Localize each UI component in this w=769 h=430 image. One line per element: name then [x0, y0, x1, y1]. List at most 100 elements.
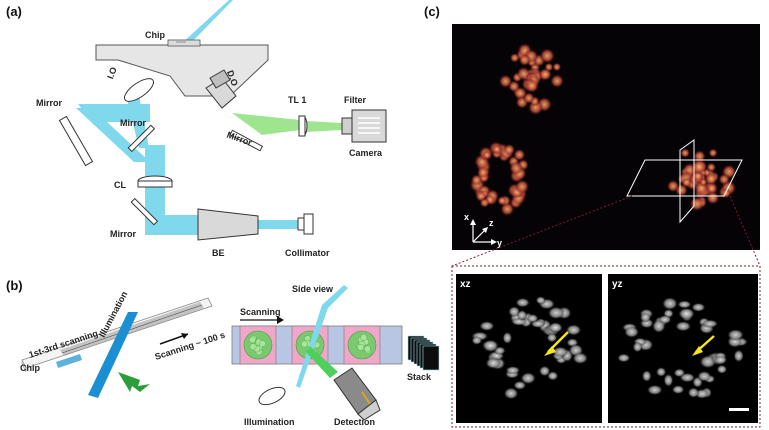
filter-label: Filter [344, 95, 367, 105]
cell [478, 320, 495, 332]
illumination-objective [124, 78, 154, 102]
axis-triad [470, 219, 497, 245]
collimator [297, 213, 314, 235]
cell [646, 384, 664, 396]
spheroid-renders [469, 43, 737, 217]
xz-arrow [544, 331, 569, 356]
cell [516, 309, 528, 321]
cell [708, 148, 718, 158]
panel-a: (a) Chip I.O D.O Mirror Mirror Mirr [6, 0, 387, 258]
mirror-do-label: Mirror [225, 130, 253, 148]
side-illumination-beam [296, 285, 348, 388]
axis-y-label: y [497, 238, 502, 248]
cell [485, 357, 502, 370]
zoom-connector-right [729, 195, 761, 267]
cell [546, 332, 558, 343]
yz-slice [608, 274, 758, 423]
cell [530, 319, 546, 329]
cell [539, 48, 556, 64]
cell [697, 370, 712, 382]
camera [341, 109, 387, 143]
zoom-box [451, 265, 761, 428]
chip-b-label: Chip [20, 363, 40, 373]
cell [301, 340, 308, 348]
panel-c-label: (c) [424, 4, 440, 19]
cell [259, 340, 266, 348]
beam-vertical [145, 145, 165, 233]
yz-label: yz [612, 279, 623, 290]
scale-bar [729, 408, 749, 411]
panel-b: (b) Chip 1st-3rd scanning Illumination S… [6, 278, 440, 427]
cell [503, 143, 516, 156]
cell [544, 62, 554, 72]
cell [726, 328, 745, 341]
chip-wells [60, 302, 204, 356]
mirror-left [58, 115, 94, 167]
cell [524, 78, 540, 93]
cell [691, 302, 706, 312]
cell [680, 148, 691, 158]
cell [471, 336, 483, 345]
cell [655, 366, 667, 377]
cell [677, 307, 696, 320]
cell [514, 179, 530, 194]
scanning-label: Scanning [240, 307, 281, 317]
chip-holder [95, 44, 269, 97]
cell [671, 384, 685, 395]
cell [357, 343, 365, 351]
cell [639, 312, 652, 323]
scanned-region [56, 354, 82, 368]
beam-bottom [145, 215, 203, 235]
cell [363, 345, 371, 353]
side-illumination-label: Illumination [244, 417, 295, 427]
cell [552, 62, 562, 72]
mirror-left-label: Mirror [36, 98, 63, 108]
cell [663, 373, 674, 388]
axis-x-label: x [464, 212, 469, 222]
beam-expander [197, 208, 259, 241]
cell [658, 314, 672, 325]
panel-c: (c) x z y xz [424, 4, 761, 428]
be-label: BE [212, 248, 225, 258]
panel-a-label: (a) [6, 4, 22, 19]
scan-time-label: Scanning ~ 100 s [154, 330, 227, 362]
side-detection-beam [306, 346, 338, 378]
cell [551, 346, 569, 358]
cell [509, 52, 520, 63]
cell [713, 355, 728, 365]
cell [513, 148, 526, 161]
cell [666, 179, 680, 193]
volume-render-3d [452, 24, 760, 250]
cell [706, 182, 718, 194]
mirror-mid [127, 124, 156, 153]
stack-frame [422, 345, 440, 371]
beam-green-filter [306, 121, 342, 132]
cell [733, 349, 745, 363]
yz-arrow [692, 335, 715, 356]
cell [502, 331, 513, 345]
illumination-sheet [88, 312, 138, 398]
cell [520, 372, 537, 385]
cell [705, 191, 720, 205]
side-view-label: Side view [292, 284, 334, 294]
cell [716, 364, 728, 374]
chip-label: Chip [145, 30, 165, 40]
beam-collimator [258, 220, 300, 229]
stack-label: Stack [407, 372, 432, 382]
cell [550, 74, 564, 88]
beam-green-tl [232, 113, 300, 135]
cell [623, 325, 640, 339]
cell [687, 387, 700, 399]
collimator-label: Collimator [285, 248, 330, 258]
panel-b-label: (b) [6, 278, 23, 293]
cell [481, 339, 500, 353]
cell [616, 353, 631, 363]
cell [691, 158, 707, 175]
side-illumination-objective [258, 386, 286, 406]
side-detection-objective [333, 367, 381, 421]
cell [661, 296, 679, 311]
cell [548, 321, 563, 333]
xz-cells [470, 296, 589, 400]
chip [167, 39, 201, 47]
